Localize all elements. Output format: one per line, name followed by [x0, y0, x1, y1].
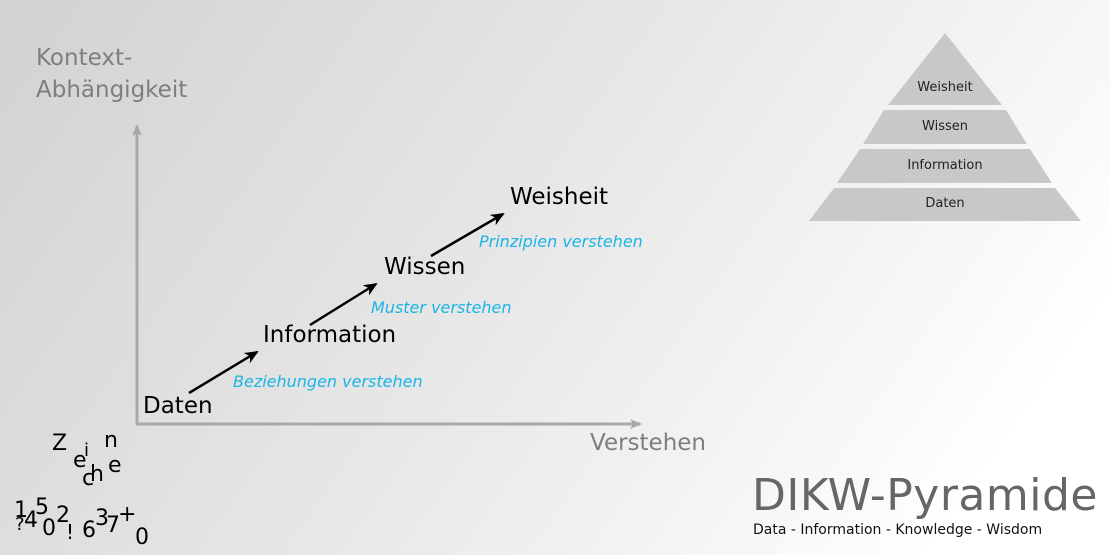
- scatter-char: 7: [106, 513, 120, 538]
- scatter-char: 2: [56, 503, 70, 528]
- scatter-char: ?: [15, 514, 25, 535]
- scatter-char: 0: [135, 525, 149, 550]
- pyramid-level-daten: [809, 188, 1081, 221]
- scatter-char: e: [73, 448, 87, 473]
- scatter-char: 4: [24, 508, 38, 533]
- stage-daten: Daten: [143, 393, 213, 419]
- scatter-char: 5: [35, 495, 49, 520]
- y-axis-label: Kontext- Abhängigkeit: [36, 42, 187, 106]
- scatter-char: +: [118, 502, 137, 527]
- transition-prinzipien: Prinzipien verstehen: [479, 232, 643, 251]
- x-axis-label: Verstehen: [590, 430, 707, 456]
- stage-weisheit: Weisheit: [510, 184, 609, 210]
- scatter-char: 1: [14, 498, 28, 523]
- pyramid-label-information: Information: [907, 158, 983, 173]
- arrow-daten-information: [188, 350, 259, 395]
- transition-beziehungen: Beziehungen verstehen: [233, 372, 423, 391]
- scatter-char: Z: [52, 431, 68, 456]
- scatter-char: 0: [42, 516, 56, 541]
- pyramid-label-wissen: Wissen: [922, 119, 968, 134]
- scatter-char: h: [90, 462, 104, 487]
- diagram-subtitle: Data - Information - Knowledge - Wisdom: [753, 522, 1043, 538]
- y-axis-label-line1: Kontext-: [36, 45, 133, 71]
- arrow-information-wissen: [309, 282, 378, 327]
- y-axis-label-line2: Abhängigkeit: [36, 77, 188, 103]
- scatter-char: c: [82, 466, 95, 491]
- pyramid-label-weisheit: Weisheit: [917, 80, 973, 95]
- pyramid-level-wissen: [863, 110, 1027, 144]
- arrow-wissen-weisheit: [430, 212, 505, 258]
- scatter-char: 3: [95, 506, 109, 531]
- pyramid: [809, 33, 1081, 221]
- scatter-char: e: [108, 453, 122, 478]
- scatter-char: 6: [82, 518, 96, 543]
- transition-muster: Muster verstehen: [371, 298, 512, 317]
- scatter-char: n: [104, 428, 118, 453]
- diagram-title: DIKW-Pyramide: [752, 470, 1098, 521]
- pyramid-level-information: [837, 149, 1052, 183]
- scatter-char: i: [84, 440, 90, 461]
- scatter-char: !: [66, 520, 75, 544]
- stage-wissen: Wissen: [384, 254, 466, 280]
- pyramid-label-daten: Daten: [925, 196, 965, 211]
- pyramid-level-weisheit: [888, 33, 1002, 105]
- stage-information: Information: [263, 322, 397, 348]
